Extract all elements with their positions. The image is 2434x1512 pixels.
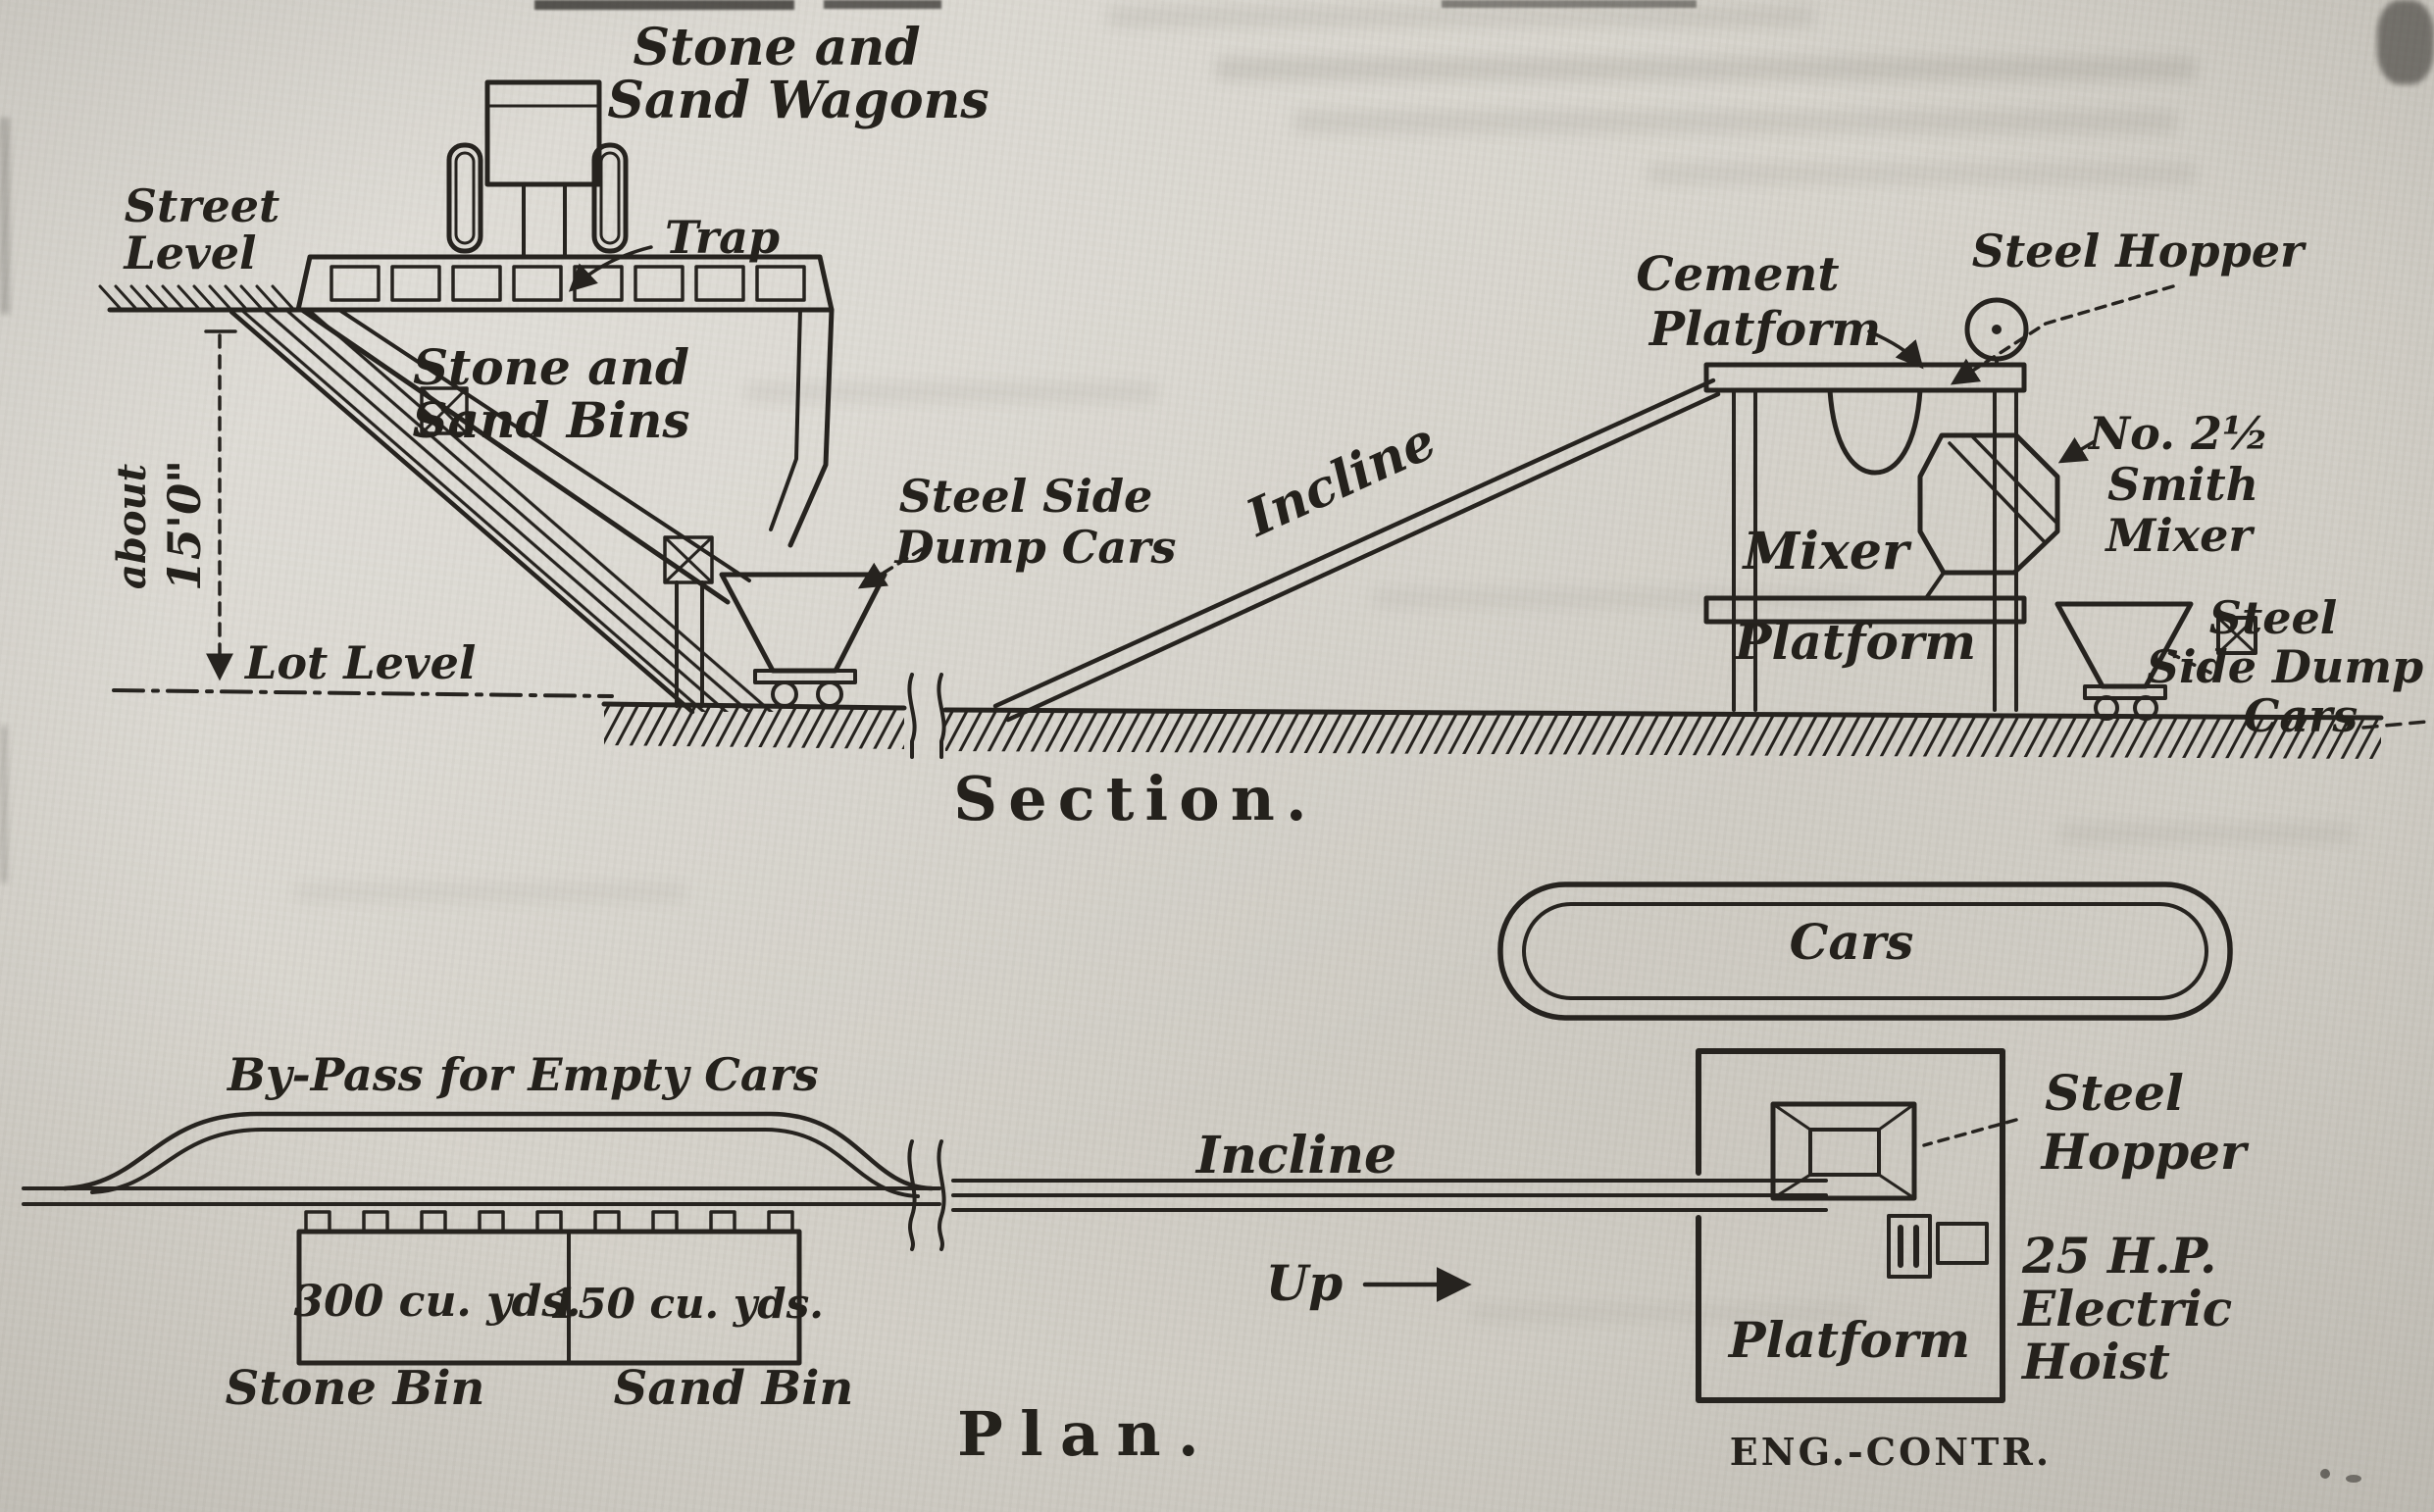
car-track-loop: Cars: [1497, 882, 2233, 1021]
depth-note-line1: about: [109, 463, 155, 589]
lot-level-label: Lot Level: [243, 636, 476, 689]
cars-label: Cars: [1790, 913, 1914, 971]
dump-cars-left-label-line2: Dump Cars: [893, 521, 1177, 574]
loop-track-drawing: [1497, 882, 2233, 1021]
dump-car-right-drawing: [2054, 601, 2194, 721]
steel-hopper-boot: [1827, 387, 1923, 476]
trap-label: Trap: [665, 211, 780, 264]
section-leader-lines: [568, 245, 2428, 730]
hoist-label-line3: Hoist: [2020, 1333, 2170, 1390]
dump-cars-right-label-line2: Side Dump: [2147, 640, 2423, 693]
mixer-label: Mixer: [1742, 522, 1912, 581]
stone-bin-label: Stone Bin: [226, 1361, 485, 1416]
steel-hopper-label-plan-line1: Steel: [2045, 1064, 2184, 1122]
plan-caption: Plan.: [957, 1398, 1216, 1470]
section-view: about 15'0": [98, 18, 2428, 834]
plan-track-drawing: [22, 1111, 1828, 1302]
platform-plan-drawing: [1696, 1048, 2005, 1403]
hoist-label-line2: Electric: [2016, 1280, 2232, 1337]
credit-label: ENG.-CONTR.: [1730, 1430, 2052, 1474]
street-level-label-line1: Street: [125, 179, 279, 232]
street-level-and-embankment: [98, 284, 790, 715]
steel-hopper-label-section: Steel Hopper: [1972, 225, 2307, 277]
hoist-label-line1: 25 H.P.: [2021, 1227, 2216, 1285]
sand-bin-capacity-label: 150 cu. yds.: [549, 1280, 824, 1328]
platform-label-plan: Platform: [1727, 1311, 1970, 1369]
bins-label-line2: Sand Bins: [413, 391, 690, 449]
section-caption: Section.: [953, 763, 1317, 834]
steel-hopper-label-plan-line2: Hopper: [2040, 1123, 2250, 1181]
cement-platform-label-line2: Platform: [1648, 302, 1881, 357]
up-label: Up: [1266, 1254, 1344, 1312]
bins-label-line1: Stone and: [413, 338, 689, 396]
dump-cars-right-label-line3: Cars: [2244, 689, 2358, 742]
sand-bin-label: Sand Bin: [614, 1361, 854, 1416]
dump-cars-left-label-line1: Steel Side: [899, 470, 1153, 523]
depth-note-line2: 15'0": [158, 460, 211, 591]
bypass-label: By-Pass for Empty Cars: [226, 1048, 819, 1101]
platform-label-section: Platform: [1733, 613, 1976, 671]
depth-dimension: [204, 329, 237, 681]
plan-leader-lines: [1922, 1118, 2018, 1147]
ground-band: [601, 673, 2384, 759]
cement-platform-label-line1: Cement: [1636, 247, 1839, 302]
wagons-label-line1: Stone and: [633, 18, 920, 77]
street-level-label-line2: Level: [122, 227, 256, 279]
stone-bin-capacity-label: 300 cu. yds.: [293, 1277, 581, 1327]
bins-plan-drawing: [296, 1210, 802, 1366]
plan-view: By-Pass for Empty Cars Incline Up 300 cu…: [22, 1048, 2250, 1474]
dump-cars-right-label-line1: Steel: [2209, 591, 2337, 644]
stone-sand-wagon-drawing: [446, 79, 629, 259]
mixer-platform-structure: [1703, 297, 2257, 712]
wagons-label-line2: Sand Wagons: [607, 71, 989, 130]
lot-level-line: [112, 688, 614, 698]
incline-track-section: [992, 378, 1721, 723]
smith-mixer-label-line2: Smith: [2107, 458, 2258, 511]
smith-mixer-label-line1: No. 2½: [2087, 407, 2269, 460]
mixer-drum: [1917, 432, 2060, 576]
smith-mixer-label-line3: Mixer: [2104, 509, 2256, 562]
hoist-plan: [1887, 1214, 1932, 1279]
incline-label-section: Incline: [1236, 411, 1445, 549]
steel-hopper-plan: [1770, 1101, 1917, 1201]
incline-label-plan: Incline: [1194, 1126, 1396, 1185]
